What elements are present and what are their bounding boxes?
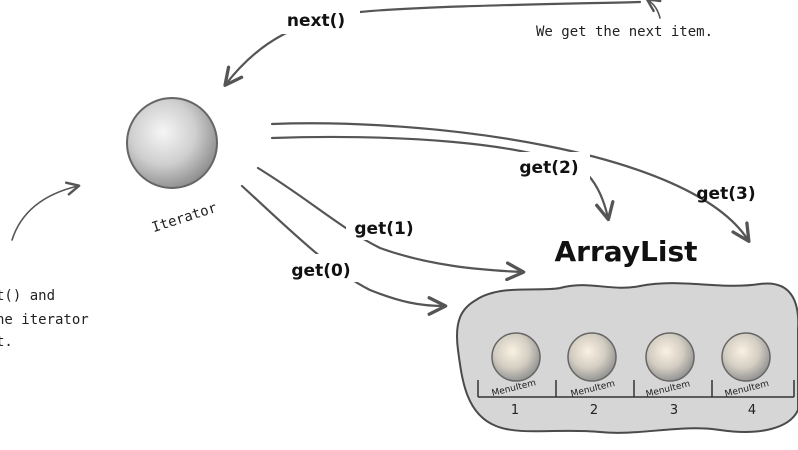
arraylist-blob	[456, 282, 798, 434]
left-note-line1: t() and	[0, 288, 55, 304]
get3-arrow	[270, 122, 751, 244]
menuitem-index-1: 1	[511, 403, 519, 418]
arraylist-title: ArrayList	[554, 235, 697, 268]
menuitem-index-3: 3	[670, 403, 678, 418]
menuitem-sphere-1	[491, 332, 541, 382]
annotation-arrow	[645, 0, 662, 19]
left-note-line2: ne iterator	[0, 312, 89, 328]
left-note-arrow	[11, 181, 81, 241]
iterator-label: Iterator	[150, 200, 219, 236]
get1-arrow	[256, 166, 526, 282]
get2-label: get(2)	[519, 158, 578, 178]
get2-label-bg	[508, 152, 590, 180]
get0-label: get(0)	[291, 261, 350, 281]
menuitem-sphere-3	[645, 332, 695, 382]
next-call-label: next()	[287, 11, 345, 31]
get1-label-bg	[346, 212, 422, 240]
left-note-line3: t.	[0, 334, 13, 350]
next-item-annotation: We get the next item.	[536, 24, 713, 40]
next-arrow	[223, 0, 642, 87]
iterator-sphere	[126, 97, 218, 189]
menuitem-sphere-2	[567, 332, 617, 382]
menuitem-sphere-4	[721, 332, 771, 382]
menuitem-index-4: 4	[748, 403, 756, 418]
menuitem-index-2: 2	[590, 403, 598, 418]
next-label-bg	[274, 4, 360, 34]
index-ruler	[477, 380, 795, 398]
get3-label: get(3)	[696, 184, 755, 204]
get1-label: get(1)	[354, 219, 413, 239]
get0-arrow	[240, 184, 448, 316]
get0-label-bg	[280, 254, 362, 282]
